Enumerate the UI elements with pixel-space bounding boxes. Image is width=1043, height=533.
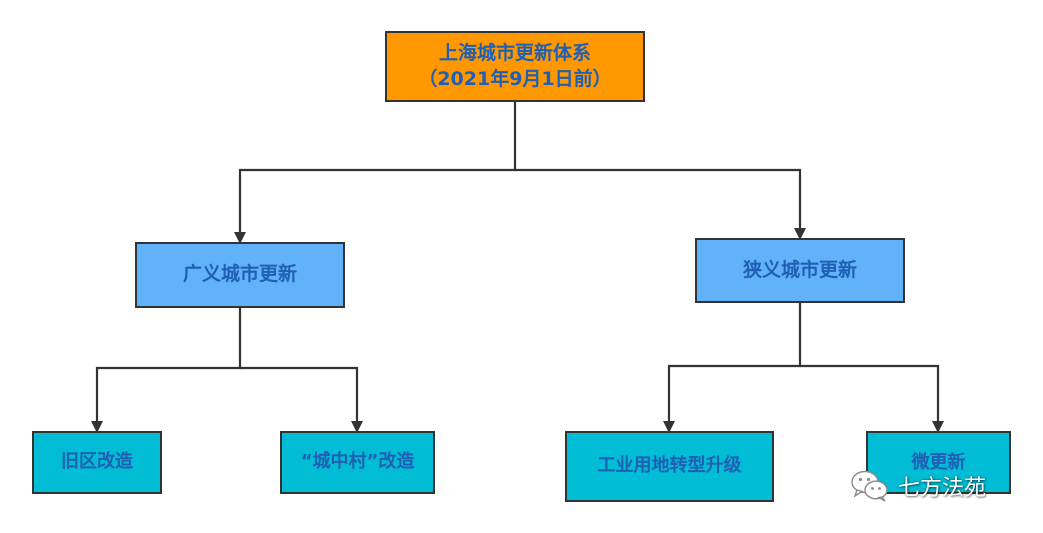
leaf-node-urban-village: “城中村”改造	[280, 431, 435, 494]
root-subtitle: （2021年9月1日前）	[418, 67, 612, 90]
connector-root-to-broad	[234, 102, 517, 244]
leaf-node-industrial-land: 工业用地转型升级	[565, 431, 774, 502]
leaf-node-micro-renewal: 微更新	[866, 431, 1011, 494]
root-node: 上海城市更新体系 （2021年9月1日前）	[385, 31, 645, 102]
connector-narrow-to-industrial	[663, 303, 802, 433]
connector-broad-to-village	[240, 366, 363, 433]
branch-label: 广义城市更新	[182, 263, 297, 286]
branch-label: 狭义城市更新	[742, 258, 857, 281]
connector-root-to-narrow	[515, 168, 806, 240]
leaf-node-old-district: 旧区改造	[32, 431, 162, 494]
leaf-label: 旧区改造	[61, 451, 133, 473]
leaf-label: 工业用地转型升级	[597, 455, 742, 477]
branch-node-broad: 广义城市更新	[135, 242, 345, 308]
branch-node-narrow: 狭义城市更新	[695, 238, 905, 303]
connector-narrow-to-micro	[800, 364, 944, 433]
leaf-label: 微更新	[911, 452, 966, 473]
root-title: 上海城市更新体系	[438, 41, 591, 64]
leaf-label: “城中村”改造	[300, 451, 415, 473]
connector-broad-to-old	[91, 308, 242, 433]
